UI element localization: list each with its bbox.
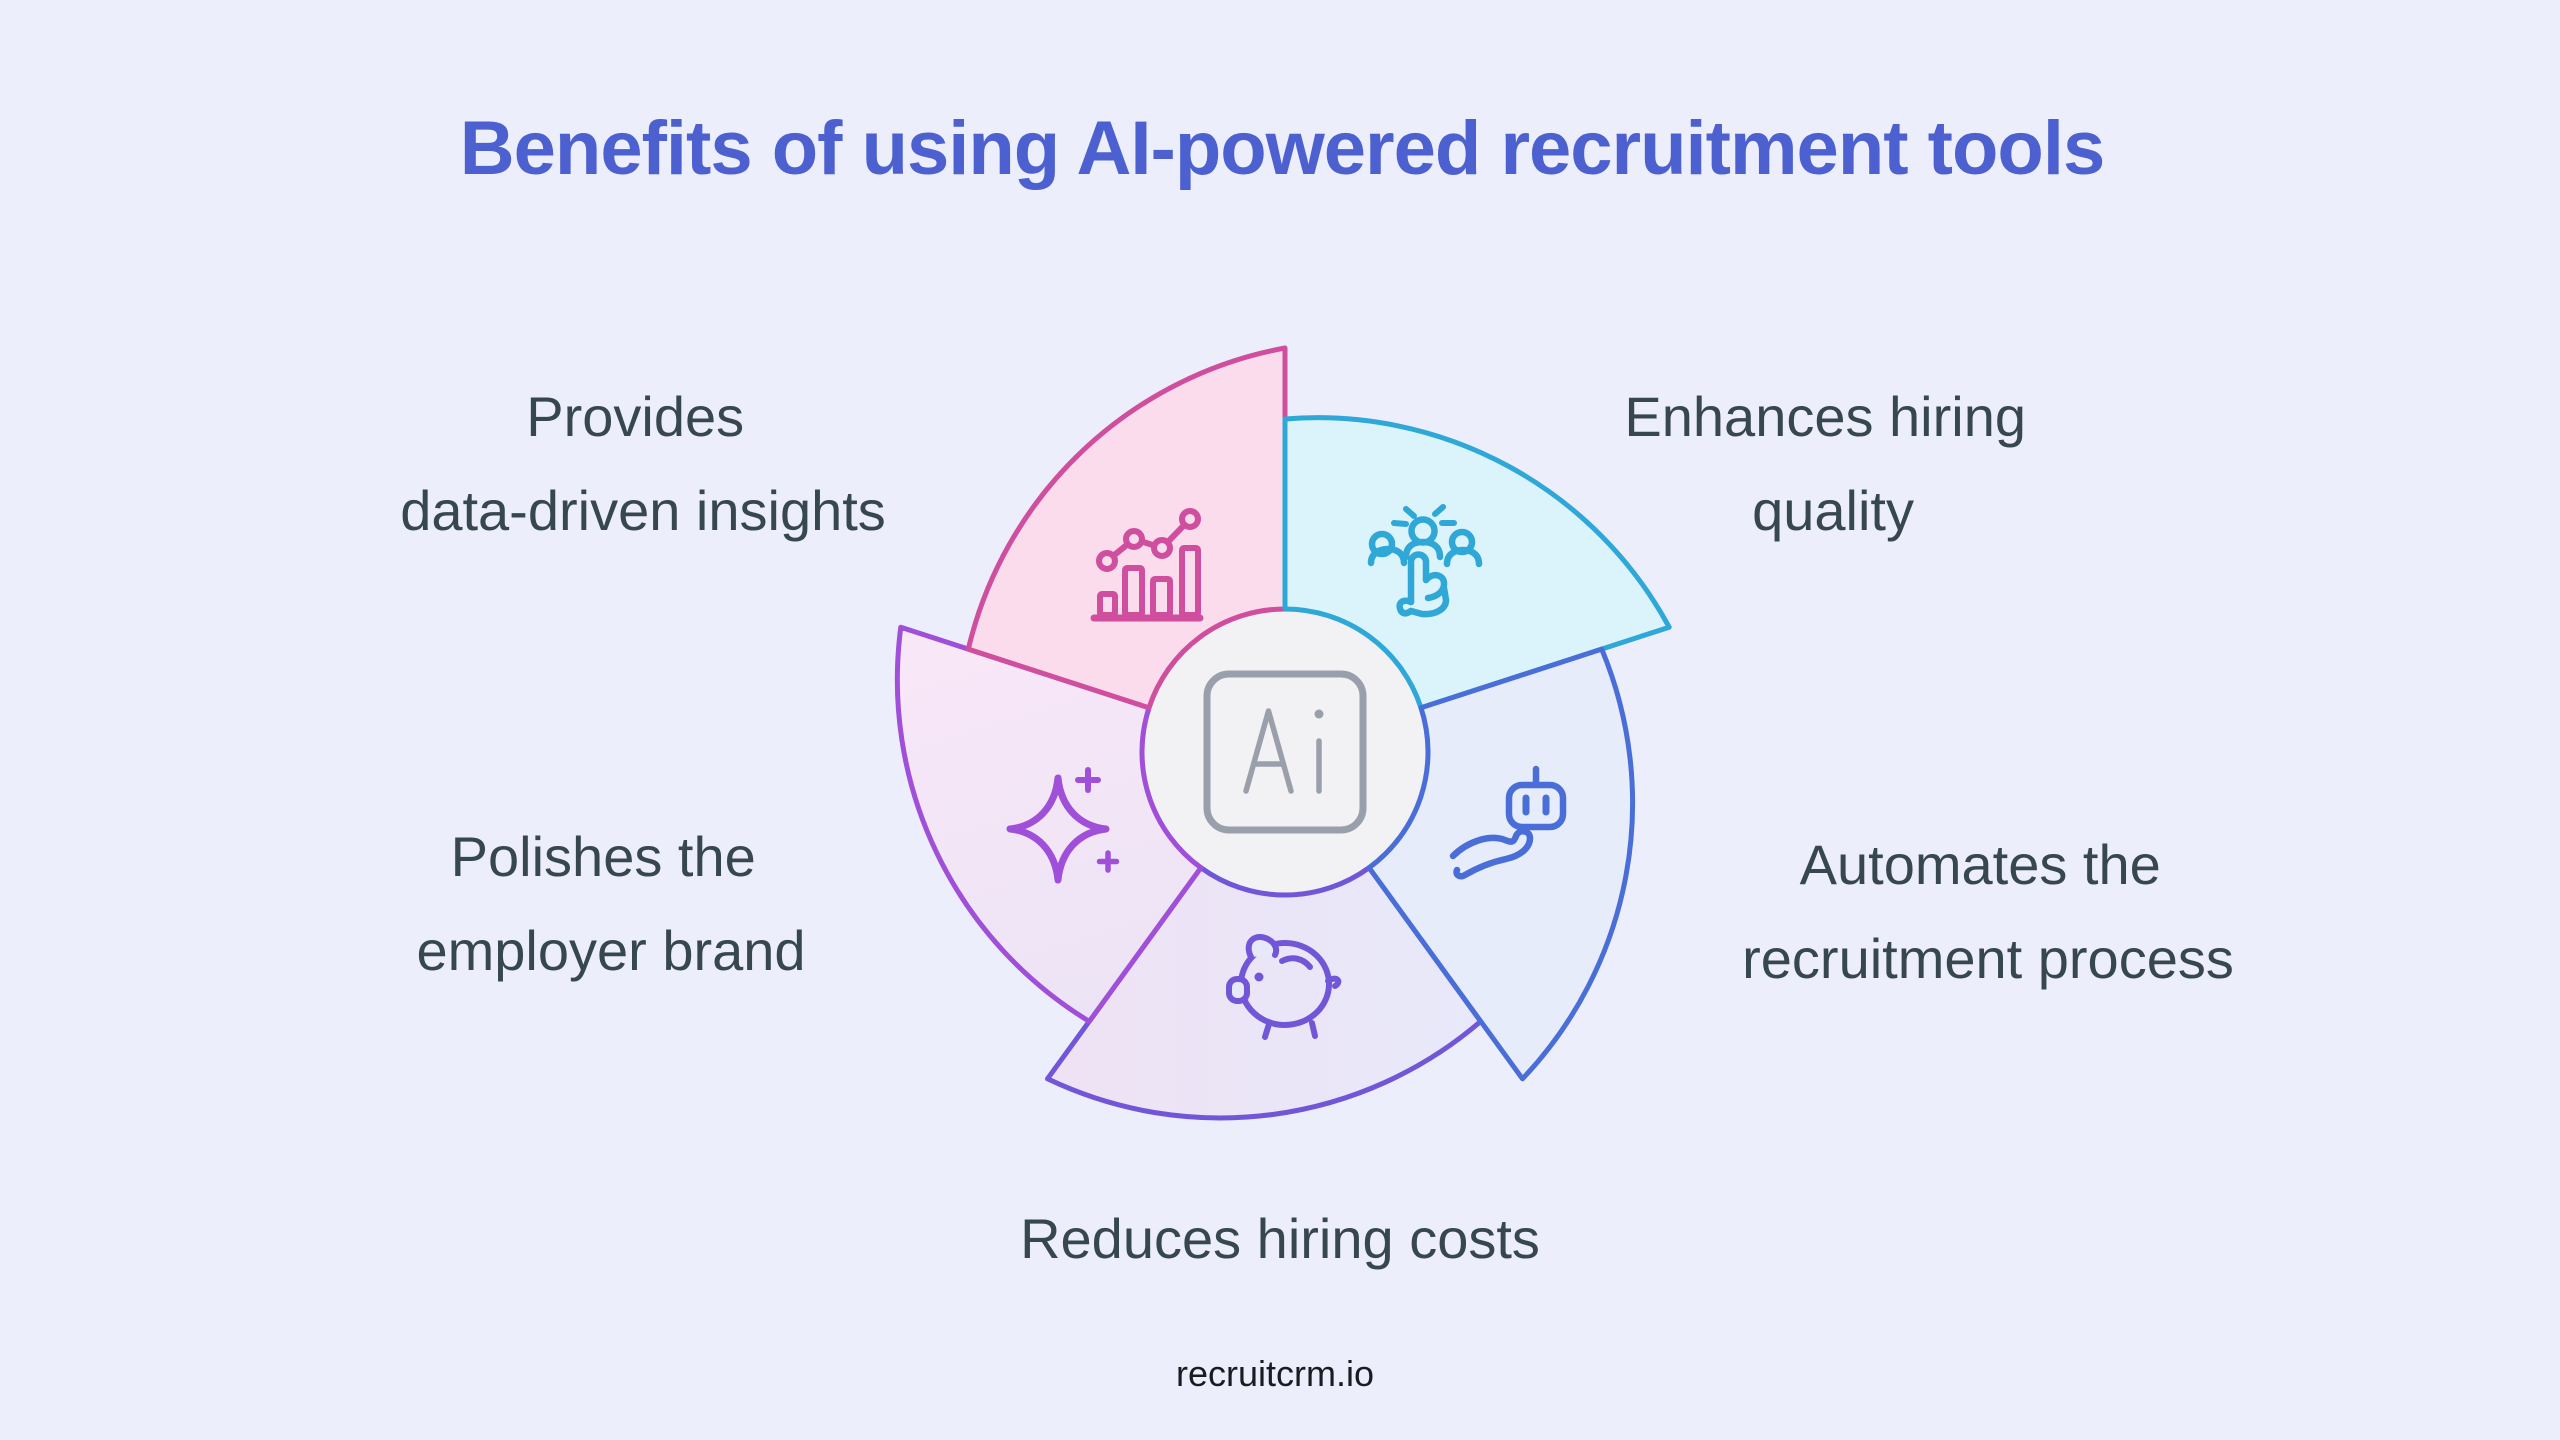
center-hub-circle	[1145, 612, 1425, 892]
label-automation-line1: Automates the	[1800, 833, 2161, 896]
open-hand	[1449, 828, 1534, 880]
ai-badge-letters	[1243, 708, 1322, 794]
ai-badge-frame	[1203, 670, 1367, 834]
piggy-bank-icon	[1226, 934, 1342, 1040]
pointing-hand	[1396, 551, 1450, 618]
label-costs: Reduces hiring costs	[1020, 1207, 1540, 1270]
label-quality-line1: Enhances hiring	[1624, 385, 2026, 448]
selection-rays	[1391, 504, 1457, 527]
label-quality: Enhances hiring quality	[1624, 385, 2041, 542]
label-brand: Polishes the employer brand	[416, 825, 805, 982]
label-insights: Provides data-driven insights	[400, 385, 886, 542]
label-quality-line2: quality	[1752, 479, 1914, 542]
footer-brand: recruitcrm.io	[1176, 1353, 1374, 1394]
segment-insights-shape	[965, 345, 1288, 711]
label-brand-line2: employer brand	[416, 919, 805, 982]
sparkle-icon	[1006, 767, 1120, 884]
team-selection-icon	[1367, 504, 1483, 618]
label-automation-line2: recruitment process	[1742, 927, 2234, 990]
ai-badge	[1203, 670, 1367, 834]
label-automation: Automates the recruitment process	[1742, 833, 2234, 990]
label-brand-line1: Polishes the	[451, 825, 756, 888]
label-insights-line1: Provides	[526, 385, 744, 448]
robot-on-hand-icon	[1449, 765, 1567, 880]
label-insights-line2: data-driven insights	[400, 479, 886, 542]
ai-letter-i-dot	[1314, 709, 1324, 719]
segment-brand-shape	[894, 624, 1204, 1024]
page-title: Benefits of using AI-powered recruitment…	[460, 106, 2104, 191]
segment-automation-shape	[1366, 646, 1636, 1082]
bar-chart-growth-icon	[1090, 508, 1204, 622]
